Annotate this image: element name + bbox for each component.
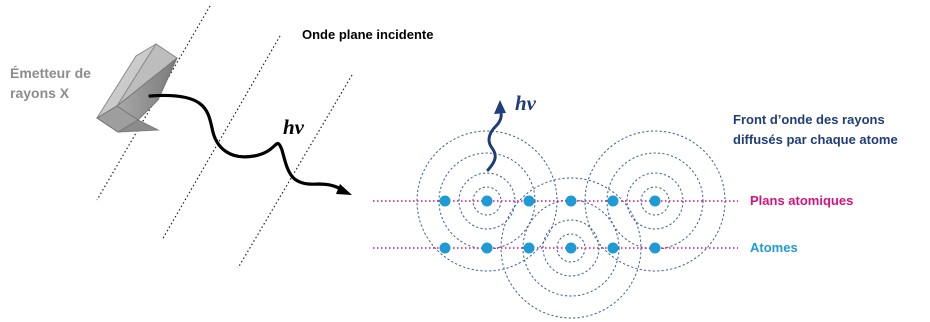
atom <box>565 242 577 254</box>
photon-label-left: hν <box>283 115 305 139</box>
incident-wave-label: Onde plane incidente <box>302 27 433 42</box>
emitter-label-line2: rayons X <box>10 85 70 101</box>
incident-photon <box>148 93 352 195</box>
scattered-wavefronts <box>416 130 726 319</box>
photon-label-right: hν <box>515 91 537 115</box>
atom <box>481 242 493 254</box>
atomic-planes <box>373 200 738 249</box>
x-ray-emitter-icon <box>96 43 178 133</box>
scattered-wave-path <box>486 108 503 172</box>
atom <box>649 195 661 207</box>
wavefront-label-line2: diffusés par chaque atome <box>733 132 898 147</box>
atoms-label: Atomes <box>750 240 798 255</box>
wavefront-label-line1: Front d’onde des rayons <box>733 112 885 127</box>
atom <box>523 195 535 207</box>
wavefront-line-2 <box>161 35 281 241</box>
atom <box>649 242 661 254</box>
wavefront-line-3 <box>237 74 353 269</box>
incident-wavefronts <box>96 5 353 269</box>
atom <box>439 195 451 207</box>
atom <box>523 242 535 254</box>
atoms <box>439 195 661 254</box>
scattered-arrow-head <box>494 100 506 114</box>
incident-wave-path <box>148 93 344 192</box>
atom <box>439 242 451 254</box>
atomic-planes-label: Plans atomiques <box>750 193 853 208</box>
emitter-label-line1: Émetteur de <box>10 65 91 81</box>
atom <box>607 195 619 207</box>
atom <box>565 195 577 207</box>
scattered-photon <box>486 100 506 172</box>
atom <box>481 195 493 207</box>
atom <box>607 242 619 254</box>
incident-arrow-head <box>336 184 352 195</box>
